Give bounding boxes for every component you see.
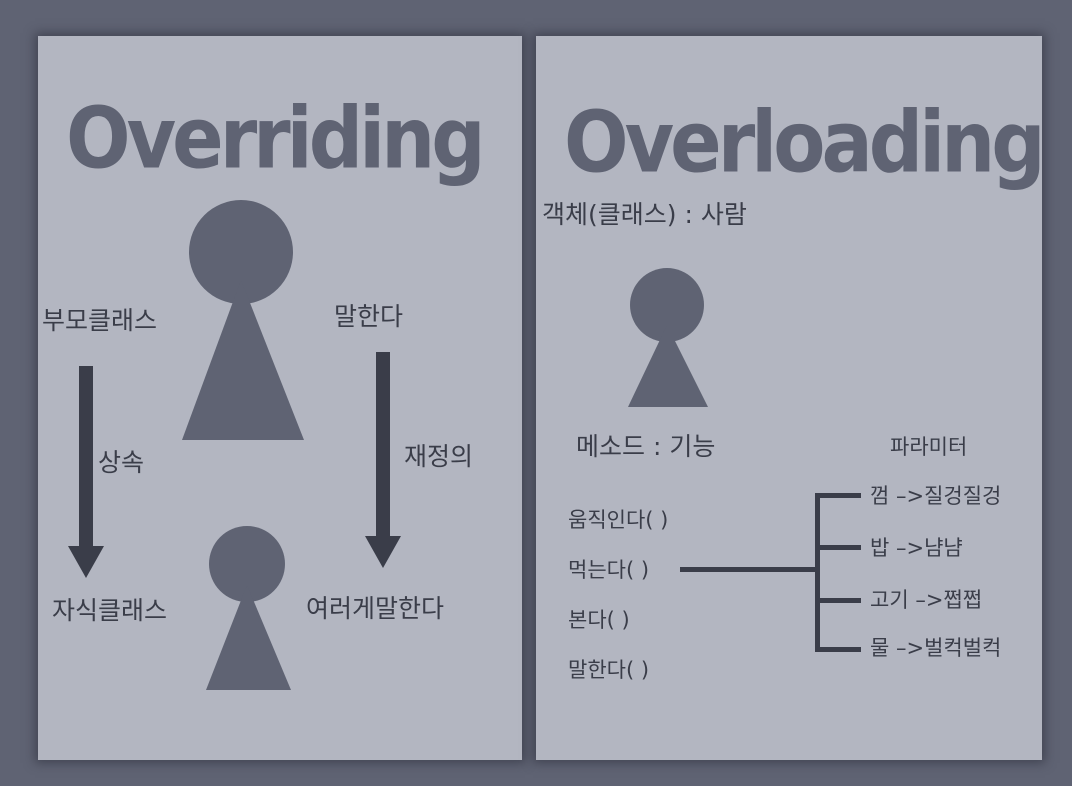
parameter-item: 밥 –>냠냠 <box>870 536 963 560</box>
speak-variously-label: 여러게말한다 <box>306 594 445 623</box>
parameter-item: 고기 –>쩝쩝 <box>870 588 983 612</box>
method-item: 말한다( ) <box>568 658 650 682</box>
parameter-item: 물 –>벌컥벌컥 <box>870 636 1002 660</box>
parent-class-label: 부모클래스 <box>42 306 158 335</box>
inheritance-label: 상속 <box>98 448 145 477</box>
overriding-title: Overriding <box>66 88 486 188</box>
method-label: 메소드 : 기능 <box>576 432 716 461</box>
object-label: 객체(클래스) : 사람 <box>542 200 747 229</box>
method-item: 본다( ) <box>568 608 630 632</box>
overloading-panel <box>536 36 1042 760</box>
speak-label: 말한다 <box>334 302 404 331</box>
child-class-label: 자식클래스 <box>52 596 168 625</box>
redefine-label: 재정의 <box>404 442 474 471</box>
method-item: 움직인다( ) <box>568 508 669 532</box>
method-item: 먹는다( ) <box>568 558 650 582</box>
overloading-title: Overloading <box>564 92 1046 192</box>
parameter-label: 파라미터 <box>890 435 968 459</box>
parameter-item: 껌 –>질겅질겅 <box>870 484 1002 508</box>
